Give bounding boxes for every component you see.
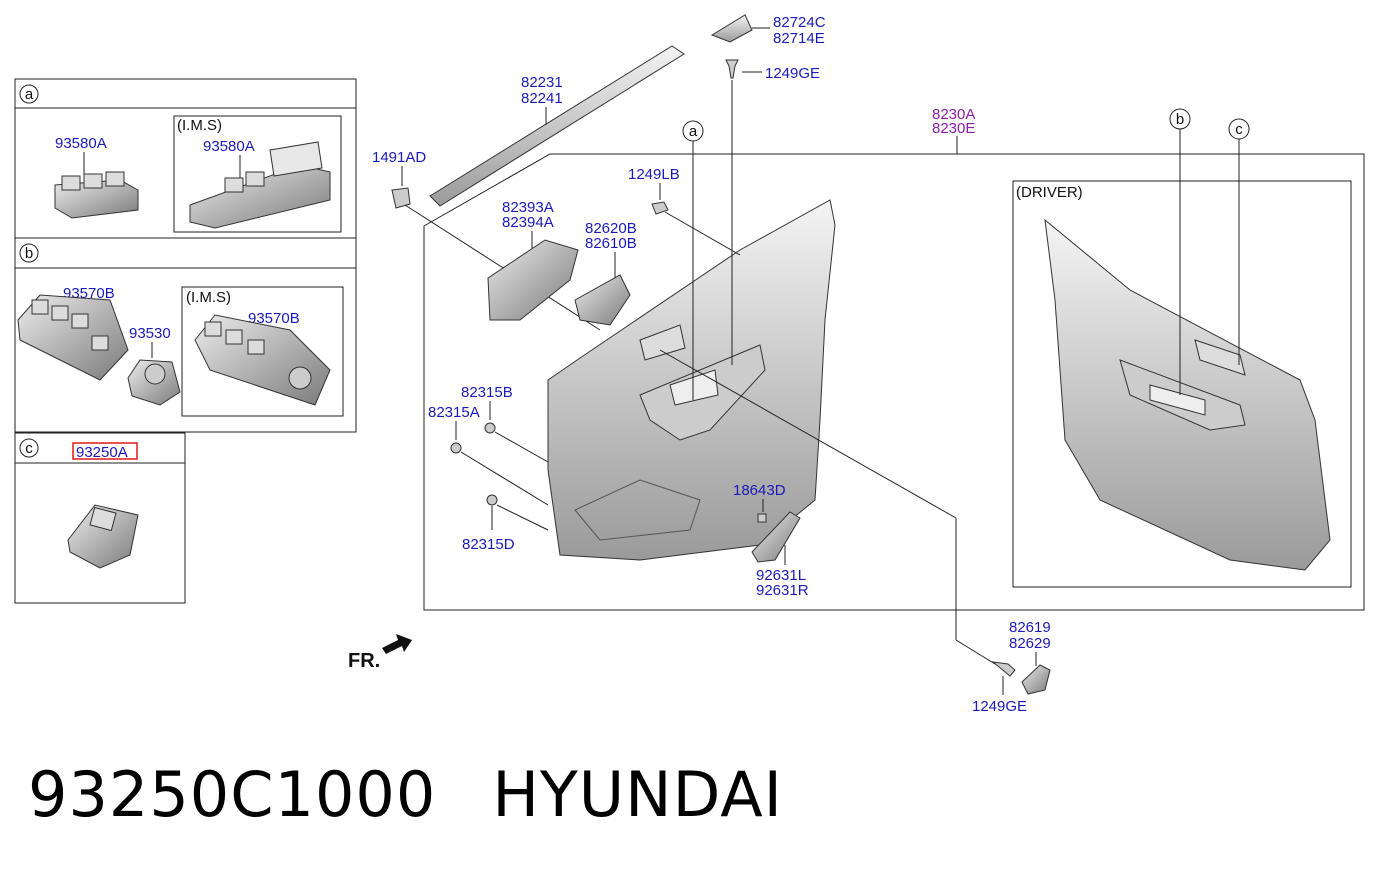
panel-a: a 93580A (I.M.S) 93580A [14,78,357,239]
panel-b-letter: b [25,245,33,262]
clip-82315B-icon [484,422,496,434]
main-assembly: 8230A 8230E (DRIVER) a b c [348,14,1365,715]
part-93580A-ims[interactable]: 93580A [203,138,255,155]
lamp-icon [751,511,801,563]
front-arrow-icon [382,634,412,654]
assembly-8230A[interactable]: 8230A [932,106,975,123]
part-92631R[interactable]: 92631R [756,582,809,599]
part-1491AD[interactable]: 1491AD [372,149,426,166]
handle-icon [574,274,631,326]
part-82619[interactable]: 82619 [1009,619,1051,636]
ims-label-a: (I.M.S) [177,117,222,134]
part-1249LB[interactable]: 1249LB [628,166,680,183]
part-82315B[interactable]: 82315B [461,384,513,401]
bulb-icon [757,513,767,523]
callout-b-circle [19,243,39,263]
part-82241[interactable]: 82241 [521,90,563,107]
panel-c-letter: c [25,440,33,457]
footer-part-number: 93250C1000 [28,758,437,831]
callout-c-letter: c [1235,121,1243,138]
ims-box-a [173,115,342,233]
part-93250A[interactable]: 93250A [76,444,128,461]
front-label: FR. [348,650,380,672]
screw-icon [725,59,739,79]
driver-door-panel-icon [1044,218,1331,571]
ims-window-switch-icon [189,141,331,229]
weatherstrip-icon [429,45,685,207]
part-93570B-ims[interactable]: 93570B [248,310,300,327]
part-93530[interactable]: 93530 [129,325,171,342]
screw-bottom-icon [991,661,1016,677]
callout-b-letter: b [1176,111,1184,128]
garnish-icon [710,14,753,43]
ims-label-b: (I.M.S) [186,289,231,306]
part-82393A[interactable]: 82393A [502,199,554,216]
part-82629[interactable]: 82629 [1009,635,1051,652]
footer: 93250C1000 HYUNDAI [28,758,839,831]
panel-c: c 93250A [14,432,186,604]
assembly-8230E[interactable]: 8230E [932,120,975,137]
callout-a-circle [19,84,39,104]
part-82231[interactable]: 82231 [521,74,563,91]
driver-label: (DRIVER) [1016,184,1083,201]
part-1249GE-top[interactable]: 1249GE [765,65,820,82]
callout-c-circle [19,438,39,458]
ims-driver-switch-icon [194,314,331,406]
footer-brand: HYUNDAI [492,758,783,831]
part-1249GE-bottom[interactable]: 1249GE [972,698,1027,715]
bolt-icon [651,201,669,215]
clip-82315A-icon [450,442,462,454]
driver-switch-icon [17,294,129,381]
window-switch-icon [54,171,139,219]
mirror-switch-icon [127,359,181,406]
part-82315A[interactable]: 82315A [428,404,480,421]
driver-box [1012,180,1352,588]
highlight-box [72,442,138,460]
cover-icon [1021,664,1051,695]
clip-icon [391,187,411,209]
pad-icon [487,239,579,321]
door-panel-icon [547,199,836,561]
part-82724C[interactable]: 82724C [773,14,826,31]
part-18643D[interactable]: 18643D [733,482,786,499]
panel-b: b 93570B 93530 (I.M.S) 93570B [14,237,357,433]
panel-a-letter: a [25,86,34,103]
part-82620B[interactable]: 82620B [585,220,637,237]
part-82315D[interactable]: 82315D [462,536,515,553]
part-82394A[interactable]: 82394A [502,214,554,231]
clip-82315D-icon [486,494,498,506]
part-93580A[interactable]: 93580A [55,135,107,152]
ims-box-b [181,286,344,417]
callout-a-letter: a [689,123,698,140]
part-82610B[interactable]: 82610B [585,235,637,252]
part-82714E[interactable]: 82714E [773,30,825,47]
passenger-switch-icon [67,504,139,569]
part-92631L[interactable]: 92631L [756,567,806,584]
